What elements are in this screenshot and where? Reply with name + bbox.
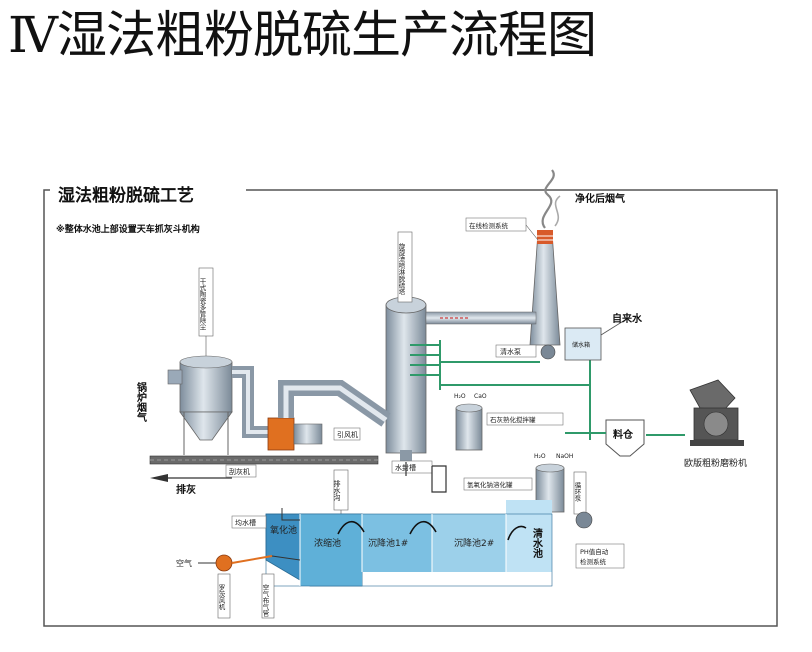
dust-collector-label: 干式陶瓷多管除尘 xyxy=(198,278,206,331)
mill-icon xyxy=(689,379,744,446)
h2o-bottom-label: H₂O xyxy=(534,453,546,460)
online-monitor-label: 在线检测系统 xyxy=(469,221,509,230)
air-label: 空气 xyxy=(176,558,192,568)
oxidation-label: 氧化池 xyxy=(270,524,297,536)
clear-pump-label: 清水泵 xyxy=(500,347,521,356)
spray-headers xyxy=(410,340,591,440)
cao-label: CaO xyxy=(474,393,487,400)
roots-blower-label: 罗茨风机 xyxy=(217,584,225,612)
lime-tank-label: 石灰熟化搅拌罐 xyxy=(490,415,536,424)
scraper-label: 刮灰机 xyxy=(229,467,250,476)
ph-system-label: PH值自动 xyxy=(580,547,609,556)
boiler-gas-label: 锅炉烟气 xyxy=(135,381,148,423)
naoh-label: NaOH xyxy=(556,453,573,460)
settling2-label: 沉降池2# xyxy=(454,537,494,549)
recycle-pump-icon xyxy=(575,511,593,529)
roots-blower-icon xyxy=(215,554,233,572)
page-title: Ⅳ湿法粗粉脱硫生产流程图 xyxy=(8,6,597,64)
settling1-label: 沉降池1# xyxy=(368,537,408,549)
chimney xyxy=(529,230,561,346)
uniform-tank-label: 均水槽 xyxy=(235,518,256,527)
settling-pools xyxy=(265,500,553,587)
frame-title: 湿法粗粉脱硫工艺 xyxy=(58,185,194,206)
smoke-icon xyxy=(541,169,555,229)
h2o-top-label: H₂O xyxy=(454,393,466,400)
recycle-pump-label: 循环泵 xyxy=(573,481,581,502)
fan-label: 引风机 xyxy=(337,430,358,439)
seal-pipe xyxy=(405,462,447,493)
feed-bin-label: 料仓 xyxy=(613,428,634,441)
thickening-label: 浓缩池 xyxy=(314,537,341,549)
desulfurizer-label: 旋旋流喷淋脱硫塔 xyxy=(397,242,405,296)
water-tank xyxy=(564,327,602,361)
air-pipe-label: 空气布气管 xyxy=(261,583,269,618)
water-tank-label: 储水箱 xyxy=(572,341,590,349)
dust-collector xyxy=(179,355,233,455)
ph-system-label-2: 检测系统 xyxy=(580,557,607,566)
mill-label: 欧版粗粉磨粉机 xyxy=(684,457,747,469)
diagram-frame xyxy=(43,189,778,627)
tap-water-label: 自来水 xyxy=(612,312,643,325)
drain-label: 排水沟 xyxy=(333,479,341,502)
feed-bin xyxy=(605,419,645,457)
tower-chimney-pipe xyxy=(425,311,537,325)
ash-out-label: 排灰 xyxy=(176,483,196,496)
desulfurization-tower xyxy=(385,296,427,462)
induced-fan xyxy=(267,417,323,451)
duct-fan-tower xyxy=(278,380,391,427)
pump-icon xyxy=(540,344,556,360)
purified-gas-label: 净化后烟气 xyxy=(575,192,625,205)
ash-arrow-icon xyxy=(150,474,168,482)
frame-note: ※整体水池上部设置天车抓灰斗机构 xyxy=(56,223,200,235)
naoh-tank-label: 氢氧化钠溶化罐 xyxy=(467,480,513,489)
lime-tank xyxy=(455,403,483,451)
clear-pool-label: 清水池 xyxy=(531,527,544,559)
